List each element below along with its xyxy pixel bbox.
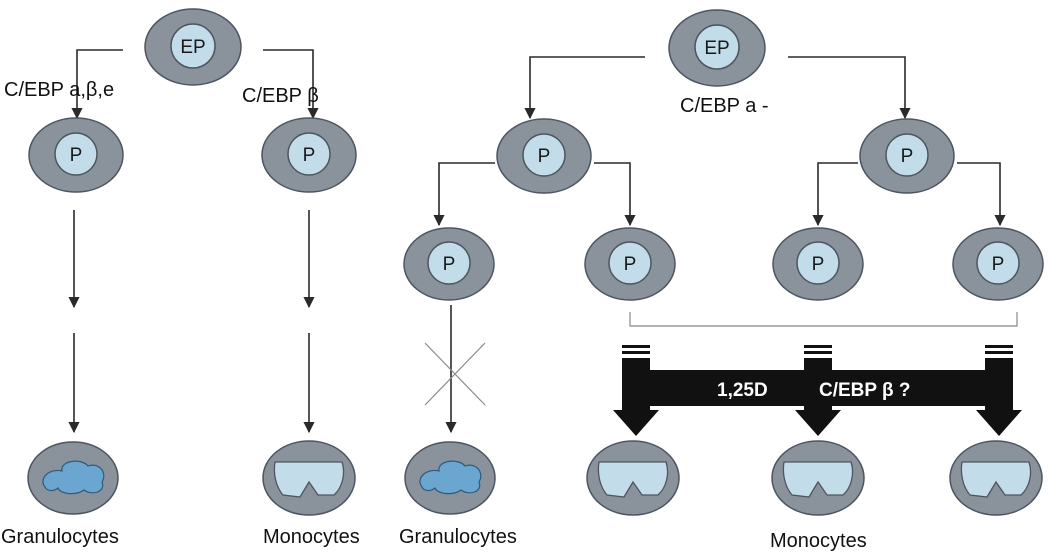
arrow-ep-to-p-right-2 xyxy=(788,56,911,120)
p-cell-row3-2: P xyxy=(584,227,676,301)
label-cebp-b: C/EBP β xyxy=(242,85,319,107)
label-granulocytes-left: Granulocytes xyxy=(1,526,119,548)
ep-label-right: EP xyxy=(704,38,729,59)
p-cell-left-mono: P xyxy=(261,117,357,193)
label-cebp-b-question: C/EBP β ? xyxy=(819,380,910,401)
label-monocytes-right: Monocytes xyxy=(770,530,867,552)
arrow-branch-2 xyxy=(594,162,636,227)
p-label: P xyxy=(538,146,551,167)
arrow-ep-to-p-left-1 xyxy=(71,49,123,120)
arrow-ep-to-p-right-1 xyxy=(524,56,645,120)
p-label: P xyxy=(812,254,825,275)
p-cell-row3-3: P xyxy=(772,227,864,301)
bracket-line xyxy=(629,312,1018,327)
p-cell-row3-1: P xyxy=(403,227,495,301)
ep-cell-left: EP xyxy=(144,8,242,86)
p-label: P xyxy=(443,254,456,275)
p-cell-left-gran: P xyxy=(28,117,124,193)
p-cell-right-left: P xyxy=(496,118,592,194)
label-monocytes-left: Monocytes xyxy=(263,526,360,548)
label-cebp-a-minus: C/EBP a - xyxy=(680,95,769,117)
granulocyte-cell-right xyxy=(404,441,496,515)
label-125d: 1,25D xyxy=(717,380,768,401)
x-mark-2 xyxy=(424,342,486,406)
monocyte-cell-right-2 xyxy=(771,440,865,516)
ep-cell-right: EP xyxy=(668,9,766,87)
arrow-branch-4 xyxy=(957,162,1006,227)
arrow-branch-1 xyxy=(433,162,495,227)
p-label: P xyxy=(901,146,914,167)
p-cell-row3-4: P xyxy=(952,227,1044,301)
p-label: P xyxy=(303,145,316,166)
p-label: P xyxy=(992,254,1005,275)
label-granulocytes-right: Granulocytes xyxy=(399,526,517,548)
p-cell-right-right: P xyxy=(859,118,955,194)
granulocyte-cell-left xyxy=(27,441,119,515)
arrow-branch-3 xyxy=(812,162,858,227)
monocyte-cell-right-1 xyxy=(586,440,680,516)
ep-label-left: EP xyxy=(180,37,205,58)
p-label: P xyxy=(70,145,83,166)
p-label: P xyxy=(624,254,637,275)
monocyte-cell-right-3 xyxy=(949,440,1043,516)
arrow-ep-to-p-left-2 xyxy=(263,49,319,120)
label-cebp-abe: C/EBP a,β,e xyxy=(4,79,114,101)
thick-arrow-bar xyxy=(613,345,1022,436)
monocyte-cell-left xyxy=(262,440,356,516)
